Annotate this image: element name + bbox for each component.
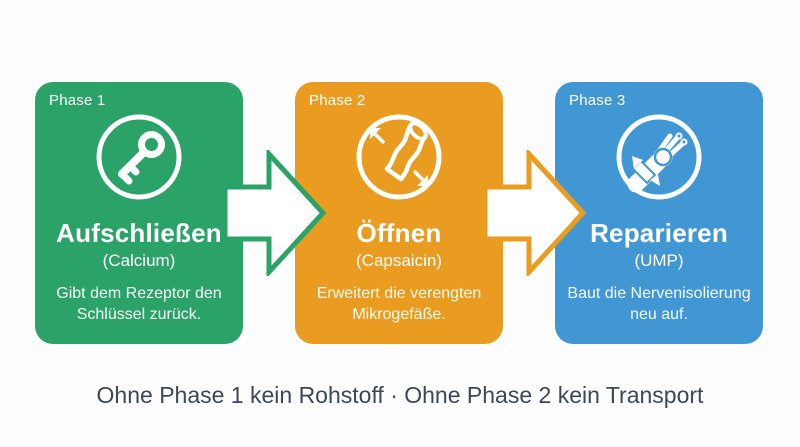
- phase-2-description: Erweitert die verengten Mikrogefäße.: [316, 284, 482, 323]
- arrow-right-icon-2: [482, 150, 587, 276]
- arrow-right-icon-1: [222, 150, 327, 276]
- phase-card-3: Phase 3 Reparieren (UMP) Baut die Nerv: [555, 82, 763, 344]
- phase-3-description: Baut die Nervenisolierung neu auf.: [567, 284, 751, 323]
- phase-2-subtitle: (Capsaicin): [356, 250, 442, 270]
- phase-1-subtitle: (Calcium): [102, 250, 176, 270]
- phase-3-badge: Phase 3: [569, 92, 626, 109]
- cable-repair-icon: [614, 112, 704, 202]
- phase-card-2: Phase 2 Öffnen (Capsaicin) Erweitert die…: [295, 82, 503, 344]
- phase-1-description: Gibt dem Rezeptor den Schlüssel zurück.: [56, 284, 222, 323]
- phase-3-title: Reparieren: [590, 218, 728, 248]
- key-icon: [94, 112, 184, 202]
- phase-2-badge: Phase 2: [309, 92, 366, 109]
- phase-1-title: Aufschließen: [56, 218, 222, 248]
- phase-2-title: Öffnen: [356, 218, 442, 248]
- vessel-dilation-icon: [354, 112, 444, 202]
- phase-1-badge: Phase 1: [49, 92, 106, 109]
- phase-card-1: Phase 1 Aufschließen (Calcium) Gibt dem …: [35, 82, 243, 344]
- caption: Ohne Phase 1 kein Rohstoff · Ohne Phase …: [96, 382, 704, 408]
- phase-3-subtitle: (UMP): [634, 250, 684, 270]
